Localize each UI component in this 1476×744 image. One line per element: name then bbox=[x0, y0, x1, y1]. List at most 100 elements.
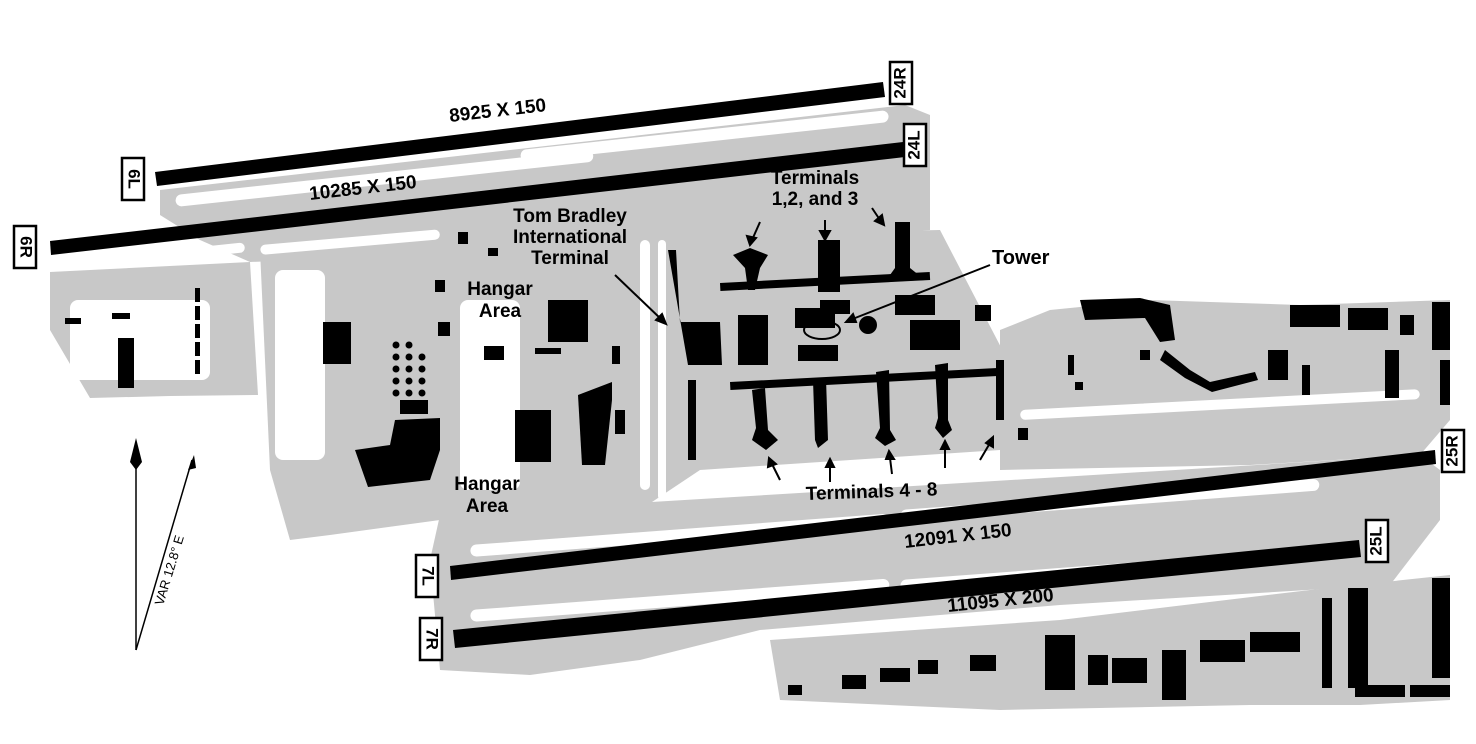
building-hangar-s-3 bbox=[612, 346, 620, 364]
building-west-3 bbox=[112, 313, 130, 319]
svg-text:6R: 6R bbox=[17, 236, 36, 258]
svg-text:1,2, and 3: 1,2, and 3 bbox=[772, 189, 859, 210]
building-cw-4 bbox=[458, 232, 468, 244]
grass-north-4 bbox=[260, 229, 440, 255]
building-se-1 bbox=[1045, 635, 1075, 690]
building-core-4 bbox=[798, 345, 838, 361]
svg-text:Area: Area bbox=[466, 496, 509, 517]
runway-7l-25r bbox=[450, 450, 1436, 580]
grass-mid-3 bbox=[640, 240, 650, 490]
building-se-14 bbox=[918, 660, 938, 674]
building-se-11 bbox=[1410, 685, 1450, 697]
building-t48-east bbox=[996, 360, 1004, 420]
svg-text:24L: 24L bbox=[904, 130, 923, 159]
hangar-area-north-label: Hangar Area bbox=[467, 279, 533, 322]
building-east-4 bbox=[1348, 308, 1388, 330]
building-east-7 bbox=[1268, 350, 1288, 380]
building-hangar-n-2 bbox=[484, 346, 504, 360]
building-east-5 bbox=[1400, 315, 1414, 335]
building-core-5 bbox=[895, 295, 935, 315]
building-east-9 bbox=[1385, 350, 1399, 398]
svg-text:Hangar: Hangar bbox=[454, 474, 520, 495]
building-tower bbox=[859, 316, 877, 334]
building-terminal-3 bbox=[885, 222, 925, 282]
svg-text:Tom Bradley: Tom Bradley bbox=[513, 206, 627, 227]
building-se-4 bbox=[1162, 650, 1186, 700]
building-t48-east-2 bbox=[1018, 428, 1028, 440]
building-terminal-4 bbox=[752, 388, 778, 450]
building-east-2 bbox=[1160, 350, 1258, 392]
terminals-123-label: Terminals 1,2, and 3 bbox=[771, 168, 859, 210]
svg-text:Terminals: Terminals bbox=[771, 168, 859, 189]
runways bbox=[50, 82, 1436, 648]
building-core-3 bbox=[820, 300, 850, 314]
grass-south-3 bbox=[470, 578, 890, 622]
building-se-13 bbox=[880, 668, 910, 682]
runway-7r-25l bbox=[453, 540, 1361, 648]
building-se-8 bbox=[1348, 588, 1368, 688]
grass-mid-1 bbox=[275, 270, 325, 460]
tower-highlight bbox=[803, 320, 841, 340]
building-core-1 bbox=[738, 315, 768, 365]
svg-text:International: International bbox=[513, 227, 627, 248]
svg-text:25R: 25R bbox=[1442, 435, 1461, 466]
grass-north-2 bbox=[520, 110, 889, 162]
svg-text:7R: 7R bbox=[423, 628, 442, 650]
building-east-3 bbox=[1290, 305, 1340, 327]
building-east-12 bbox=[1075, 382, 1083, 390]
building-west-1 bbox=[118, 338, 134, 388]
building-terminal-1 bbox=[733, 248, 768, 290]
building-hangar-s-4 bbox=[615, 410, 625, 434]
building-se-15 bbox=[970, 655, 996, 671]
building-se-6 bbox=[1250, 632, 1300, 652]
building-se-10 bbox=[1355, 685, 1405, 697]
terminals-48-label: Terminals 4 - 8 bbox=[805, 479, 937, 505]
svg-text:Area: Area bbox=[479, 301, 522, 322]
tower-label: Tower bbox=[992, 247, 1050, 269]
annotation-arrows bbox=[614, 207, 994, 482]
grass-south-1 bbox=[470, 513, 890, 557]
building-se-9 bbox=[1432, 578, 1450, 678]
runway-end-6l: 6L bbox=[120, 156, 146, 202]
runway-end-24l: 24L bbox=[902, 122, 928, 168]
central-area bbox=[260, 230, 1005, 540]
building-east-6 bbox=[1432, 302, 1450, 350]
building-se-7 bbox=[1322, 598, 1332, 688]
building-terminal-6 bbox=[875, 370, 896, 446]
building-west-2 bbox=[65, 318, 81, 324]
building-core-6 bbox=[910, 320, 960, 350]
building-cw-3 bbox=[438, 322, 450, 336]
grass-west bbox=[70, 300, 210, 380]
building-se-5 bbox=[1200, 640, 1245, 662]
north-arrow: VAR 12.8° E bbox=[130, 438, 196, 651]
building-east-11 bbox=[1068, 355, 1074, 375]
runway-end-24r: 24R bbox=[888, 60, 914, 106]
southeast-apron bbox=[770, 575, 1450, 710]
north-arrow-head bbox=[130, 438, 142, 470]
svg-text:6L: 6L bbox=[125, 169, 144, 189]
runway-end-6r: 6R bbox=[12, 224, 38, 270]
runway-6l-24r bbox=[155, 82, 885, 186]
buildings bbox=[65, 222, 1450, 700]
svg-text:24R: 24R bbox=[890, 67, 909, 98]
building-east-10 bbox=[1440, 360, 1450, 405]
building-se-12 bbox=[842, 675, 866, 689]
building-east-8 bbox=[1302, 365, 1310, 395]
building-terminal-5 bbox=[813, 378, 828, 448]
grass-south-5 bbox=[700, 460, 980, 490]
runway-end-25l: 25L bbox=[1364, 518, 1390, 564]
runway-6l-24r-dimensions: 8925 X 150 bbox=[448, 95, 547, 127]
grass-mid-2 bbox=[460, 300, 520, 490]
building-hangar-n-1 bbox=[548, 300, 588, 342]
building-cw-5 bbox=[488, 248, 498, 256]
hangar-area-south-label: Hangar Area bbox=[454, 474, 520, 517]
runway-end-7r: 7R bbox=[418, 616, 444, 662]
building-west-dashes bbox=[195, 288, 200, 374]
building-cw-2 bbox=[435, 280, 445, 292]
building-se-3 bbox=[1112, 658, 1147, 683]
magnetic-arrow-head bbox=[188, 455, 196, 470]
runway-end-7l: 7L bbox=[414, 553, 440, 599]
building-hangar-n-3 bbox=[535, 348, 561, 354]
building-core-7 bbox=[975, 305, 991, 321]
